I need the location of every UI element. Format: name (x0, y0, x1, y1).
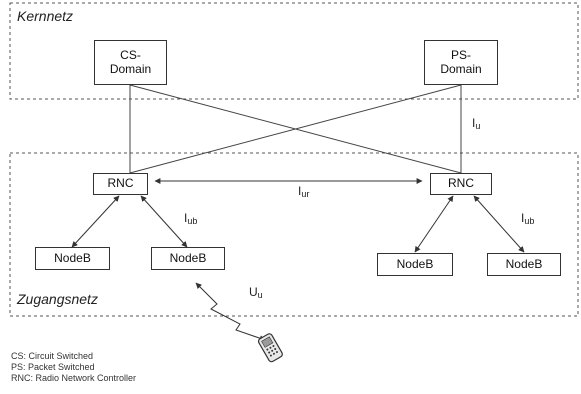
iu-label: Iu (472, 116, 481, 131)
rnc-left-box: RNC (93, 173, 148, 195)
legend-item: PS: Packet Switched (11, 362, 95, 372)
iur-label: Iur (298, 184, 310, 199)
access-network-zone (9, 152, 579, 317)
rnc-right-box: RNC (430, 173, 492, 195)
legend-item: CS: Circuit Switched (11, 351, 94, 361)
link-ps-rnc-left (129, 84, 462, 174)
uu-radio-link (195, 282, 266, 342)
core-network-label: Kernnetz (17, 8, 74, 24)
iub-left-label: Iub (184, 211, 198, 226)
access-network-label: Zugangsnetz (17, 291, 98, 307)
mobile-phone-icon (257, 333, 283, 363)
nodeb-box-4: NodeB (487, 253, 561, 276)
uu-label: Uu (249, 285, 263, 300)
core-network-zone (9, 2, 579, 100)
cs-domain-box: CS- Domain (94, 40, 167, 85)
legend-item: RNC: Radio Network Controller (11, 373, 137, 383)
iub-right-label: Iub (521, 211, 535, 226)
nodeb-box-2: NodeB (151, 247, 225, 270)
iub-arrow-left-1 (71, 195, 120, 248)
iub-arrow-right-2 (473, 195, 525, 253)
nodeb-box-3: NodeB (377, 253, 453, 276)
ps-domain-box: PS- Domain (424, 40, 498, 85)
abbreviation-legend: CS: Circuit Switched PS: Packet Switched… (11, 351, 136, 384)
iub-arrow-left-2 (140, 195, 188, 248)
nodeb-box-1: NodeB (35, 247, 110, 270)
iub-arrow-right-1 (414, 195, 454, 253)
